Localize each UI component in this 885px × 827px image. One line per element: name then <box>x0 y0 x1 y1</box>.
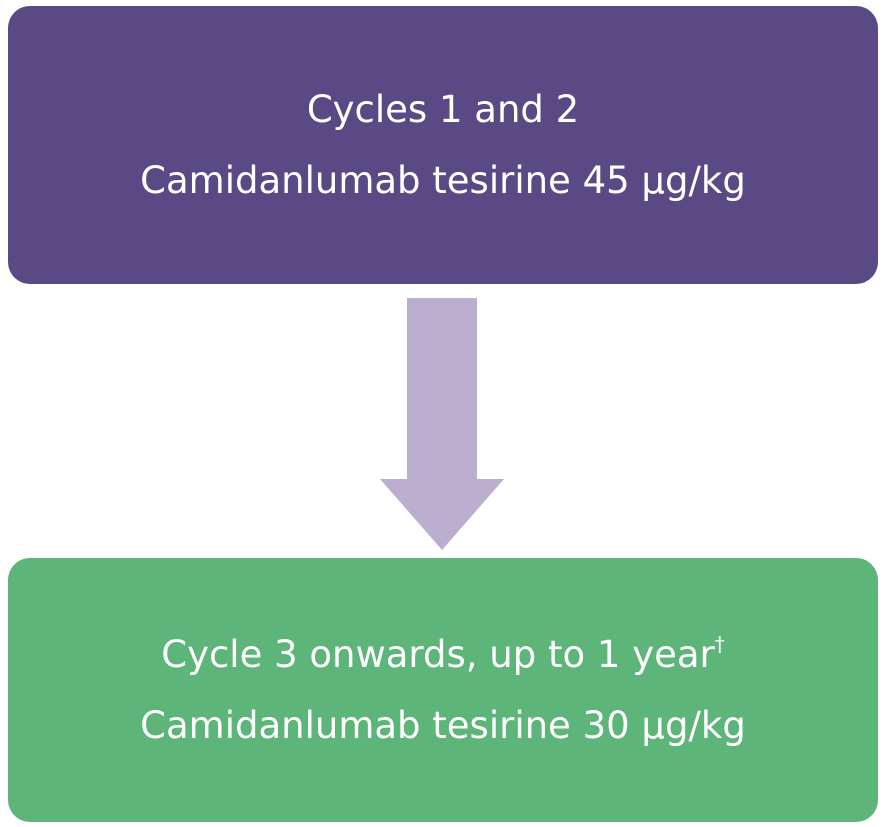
phase-title-text: Cycle 3 onwards, up to 1 year <box>161 633 715 676</box>
down-arrow-icon <box>380 298 504 550</box>
phase-dose: Camidanlumab tesirine 30 µg/kg <box>140 704 746 747</box>
phase-title: Cycles 1 and 2 <box>306 88 580 131</box>
phase-box-cycles-1-2: Cycles 1 and 2 Camidanlumab tesirine 45 … <box>8 6 878 284</box>
phase-title: Cycle 3 onwards, up to 1 year† <box>161 633 725 676</box>
phase-dose: Camidanlumab tesirine 45 µg/kg <box>140 159 746 202</box>
down-arrow-shape <box>380 298 504 550</box>
phase-box-cycle-3-onwards: Cycle 3 onwards, up to 1 year† Camidanlu… <box>8 558 878 822</box>
footnote-dagger: † <box>714 632 725 656</box>
